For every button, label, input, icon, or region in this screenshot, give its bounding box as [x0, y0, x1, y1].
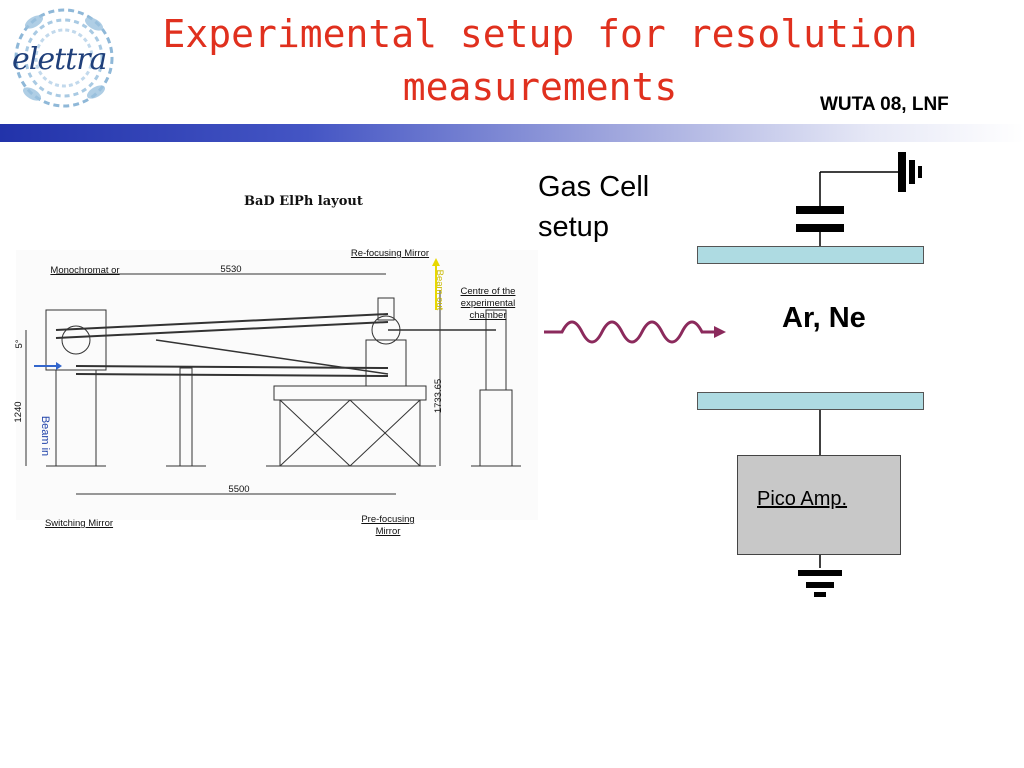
- label-angle: 5°: [14, 339, 25, 349]
- logo-swirl-icon: [14, 8, 114, 108]
- label-switching-mirror: Switching Mirror: [44, 518, 114, 529]
- label-beam-in: Beam in: [39, 415, 51, 457]
- label-dimension-bottom: 5500: [228, 484, 250, 495]
- bottom-ground-icon: [798, 570, 842, 597]
- bottom-electrode-plate: [697, 392, 924, 410]
- beamline-layout-drawing: [16, 250, 538, 520]
- logo-text: elettra: [12, 42, 107, 77]
- pico-amp-label: Pico Amp.: [757, 488, 848, 510]
- conference-label: WUTA 08, LNF: [820, 94, 949, 115]
- gas-species-label: Ar, Ne: [782, 302, 866, 334]
- header-gradient-band: [0, 124, 1024, 142]
- pico-amp-box: [737, 455, 901, 555]
- top-electrode-plate: [697, 246, 924, 264]
- label-dimension-height: 1733.65: [433, 378, 444, 414]
- title-line-1: Experimental setup for resolution: [162, 12, 918, 56]
- label-dimension-top: 5530: [220, 264, 242, 275]
- slide-title: Experimental setup for resolution measur…: [130, 8, 950, 114]
- photon-wave-arrow-icon: [544, 320, 726, 344]
- elettra-logo: elettra: [4, 2, 122, 114]
- label-beam-out: Beam out: [434, 269, 445, 311]
- gas-cell-circuit: [796, 152, 922, 597]
- label-monochromator: Monochromat or: [50, 265, 120, 276]
- label-dimension-left: 1240: [13, 401, 24, 423]
- layout-title: BaD ElPh layout: [244, 194, 363, 209]
- top-ground-icon: [898, 152, 922, 192]
- label-centre-chamber: Centre of the experimental chamber: [460, 286, 516, 321]
- gas-cell-heading: Gas Cell setup: [538, 171, 650, 243]
- label-refocusing-mirror: Re-focusing Mirror: [350, 248, 430, 259]
- label-prefocusing-mirror: Pre-focusing Mirror: [361, 514, 415, 537]
- title-line-2: measurements: [402, 65, 678, 109]
- capacitor-icon: [796, 206, 844, 214]
